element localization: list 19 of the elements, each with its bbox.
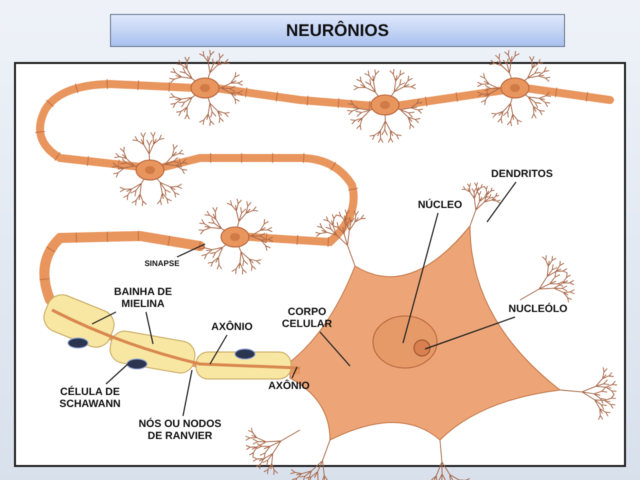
title-banner: NEURÔNIOS (110, 14, 565, 47)
leader-line (145, 312, 154, 344)
leader-line (182, 370, 193, 416)
part-label: DENDRITOS (491, 168, 553, 180)
part-label: SINAPSE (144, 259, 180, 269)
part-label: NÓS OU NODOS DE RANVIER (134, 418, 226, 442)
leader-line (424, 316, 516, 350)
leader-line (176, 243, 206, 258)
part-label: NÚCLEO (418, 199, 462, 211)
leader-line (209, 334, 228, 364)
part-label: NUCLEÓLO (508, 303, 568, 315)
leader-line (486, 182, 516, 222)
leader-line (402, 212, 439, 344)
part-label: AXÔNIO (211, 321, 253, 333)
part-label: CÉLULA DE SCHAWANN (48, 386, 132, 410)
leader-line (106, 364, 128, 384)
leader-line (291, 366, 298, 378)
part-label: BAINHA DE MIELINA (107, 286, 179, 310)
leader-line (320, 332, 350, 366)
